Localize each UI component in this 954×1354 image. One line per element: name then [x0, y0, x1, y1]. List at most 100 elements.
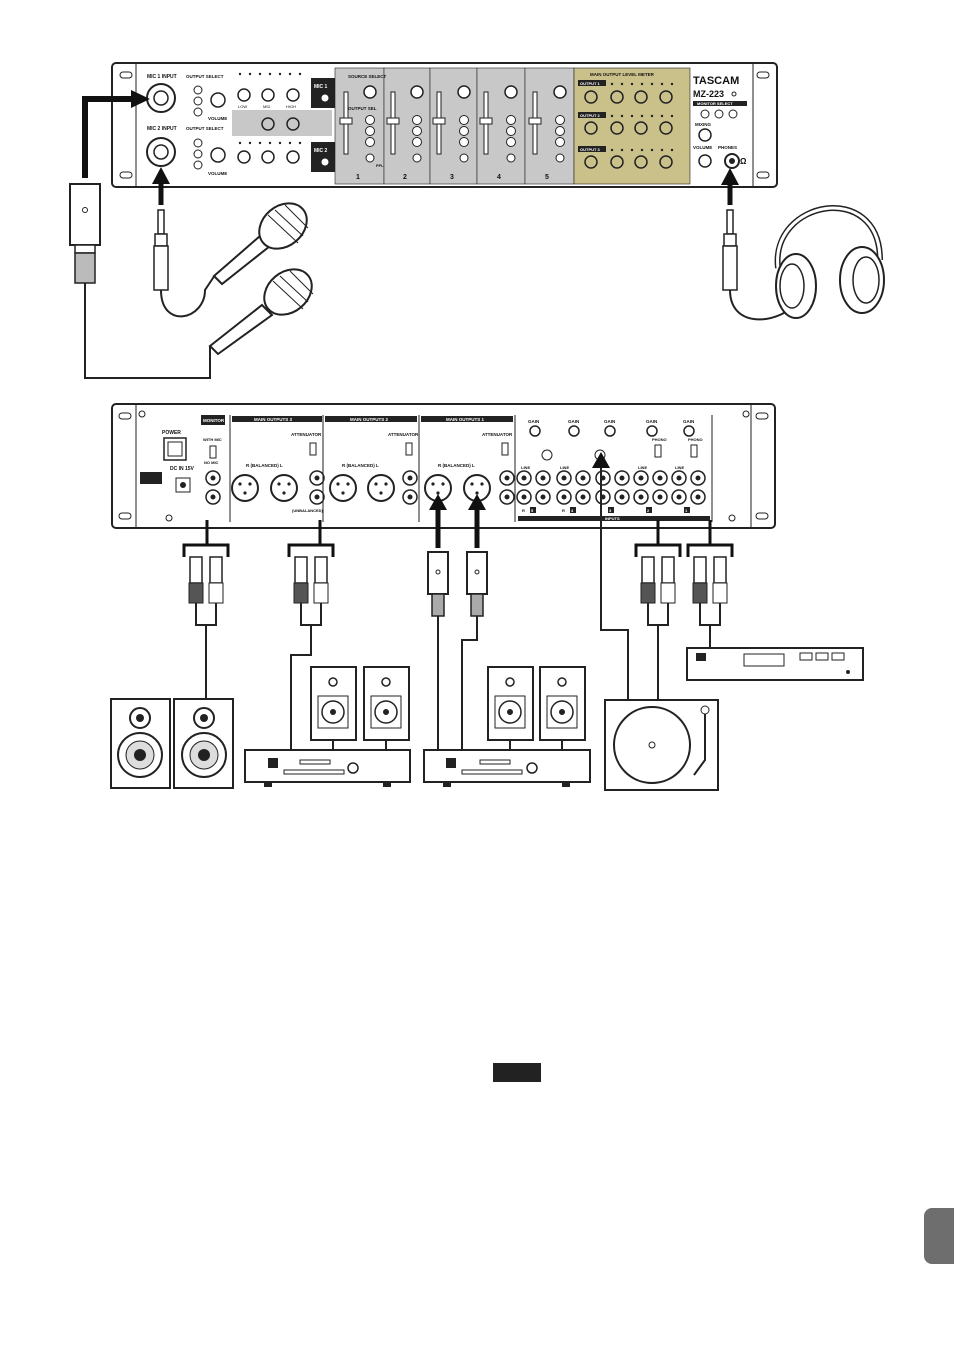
phones-jack[interactable]	[724, 153, 740, 169]
attenuator-switch[interactable]	[405, 442, 413, 456]
dc-in-jack[interactable]	[175, 477, 191, 493]
xlr-output-jack[interactable]	[270, 474, 298, 502]
gain-knob[interactable]	[646, 425, 658, 437]
pfl-label: PFL	[376, 163, 384, 168]
rca-output-jack[interactable]	[402, 470, 418, 486]
gain-knob[interactable]	[683, 425, 695, 437]
pfl-button[interactable]	[459, 153, 469, 163]
ground-terminal-icon[interactable]	[541, 449, 553, 461]
output-select-button[interactable]	[193, 107, 203, 117]
channel-output-button[interactable]	[459, 126, 469, 136]
output3-mid-knob[interactable]	[634, 155, 648, 169]
channel-output-button[interactable]	[365, 115, 375, 125]
phono-line-switch[interactable]	[654, 444, 662, 458]
mic1-on-button[interactable]	[320, 93, 330, 103]
gain-knob[interactable]	[529, 425, 541, 437]
rca-output-jack[interactable]	[309, 470, 325, 486]
output-select-button[interactable]	[193, 149, 203, 159]
channel-output-button[interactable]	[412, 137, 422, 147]
mic-eq-knob[interactable]	[286, 117, 300, 131]
output-select-button[interactable]	[193, 160, 203, 170]
mic2-high-knob[interactable]	[286, 150, 300, 164]
channel-output-button[interactable]	[555, 126, 565, 136]
source-select-knob[interactable]	[504, 85, 518, 99]
output-select-button[interactable]	[193, 138, 203, 148]
channel-output-button[interactable]	[459, 115, 469, 125]
rca-output-jack[interactable]	[499, 489, 515, 505]
mic2-volume-knob[interactable]	[210, 147, 226, 163]
rca-cable-output3	[287, 520, 335, 750]
channel-output-button[interactable]	[506, 115, 516, 125]
channel-fader[interactable]	[386, 117, 400, 125]
output-select-button[interactable]	[193, 85, 203, 95]
output3-low-knob[interactable]	[610, 155, 624, 169]
attenuator-switch[interactable]	[501, 442, 509, 456]
output2-volume-knob[interactable]	[584, 121, 598, 135]
channel-output-button[interactable]	[506, 137, 516, 147]
channel-output-button[interactable]	[459, 137, 469, 147]
output1-high-knob[interactable]	[659, 90, 673, 104]
channel-output-button[interactable]	[412, 115, 422, 125]
gain-knob[interactable]	[568, 425, 580, 437]
output3-high-knob[interactable]	[659, 155, 673, 169]
rca-output-jack[interactable]	[309, 489, 325, 505]
model-name: MZ-223	[693, 89, 724, 99]
mic2-mid-knob[interactable]	[261, 150, 275, 164]
monitor-out-jack-r[interactable]	[205, 470, 221, 486]
mic2-low-knob[interactable]	[237, 150, 251, 164]
channel-output-button[interactable]	[365, 126, 375, 136]
output2-low-knob[interactable]	[610, 121, 624, 135]
mic2-on-button[interactable]	[320, 157, 330, 167]
output3-volume-knob[interactable]	[584, 155, 598, 169]
xlr-output-jack[interactable]	[329, 474, 357, 502]
mic1-label: MIC 1 INPUT	[147, 74, 177, 80]
channel-output-button[interactable]	[555, 137, 565, 147]
channel-fader[interactable]	[432, 117, 446, 125]
xlr-output-jack[interactable]	[231, 474, 259, 502]
monitor-select-button[interactable]	[700, 109, 710, 119]
source-select-knob[interactable]	[457, 85, 471, 99]
output1-mid-knob[interactable]	[634, 90, 648, 104]
channel-output-button[interactable]	[412, 126, 422, 136]
power-switch[interactable]	[163, 437, 187, 461]
rca-output-jack[interactable]	[499, 470, 515, 486]
channel-fader[interactable]	[479, 117, 493, 125]
channel-output-button[interactable]	[506, 126, 516, 136]
monitor-out-jack-l[interactable]	[205, 489, 221, 505]
source-select-knob[interactable]	[553, 85, 567, 99]
gain-knob[interactable]	[604, 425, 616, 437]
channel-fader[interactable]	[339, 117, 353, 125]
output1-low-knob[interactable]	[610, 90, 624, 104]
attenuator-label: ATTENUATOR	[388, 432, 419, 437]
output2-high-knob[interactable]	[659, 121, 673, 135]
cd-player-icon	[686, 647, 864, 681]
rca-output-jack[interactable]	[402, 489, 418, 505]
phono-line-switch[interactable]	[690, 444, 698, 458]
attenuator-switch[interactable]	[309, 442, 317, 456]
mic-eq-knob[interactable]	[261, 117, 275, 131]
source-select-knob[interactable]	[410, 85, 424, 99]
output1-volume-knob[interactable]	[584, 90, 598, 104]
output-select-button[interactable]	[193, 96, 203, 106]
mixing-knob[interactable]	[698, 128, 712, 142]
channel-output-button[interactable]	[365, 137, 375, 147]
xlr-output-jack[interactable]	[367, 474, 395, 502]
pfl-button[interactable]	[412, 153, 422, 163]
pfl-button[interactable]	[365, 153, 375, 163]
phones-volume-knob[interactable]	[698, 154, 712, 168]
source-select-knob[interactable]	[363, 85, 377, 99]
monitor-mic-switch[interactable]	[209, 445, 217, 459]
pfl-button[interactable]	[506, 153, 516, 163]
mic1-mid-knob[interactable]	[261, 88, 275, 102]
mic2-combo-jack[interactable]	[146, 137, 176, 167]
mic1-low-knob[interactable]	[237, 88, 251, 102]
monitor-select-button[interactable]	[714, 109, 724, 119]
monitor-select-button[interactable]	[728, 109, 738, 119]
pfl-button[interactable]	[555, 153, 565, 163]
channel-fader[interactable]	[528, 117, 542, 125]
output-select-label-2: OUTPUT SELECT	[186, 126, 224, 131]
mic1-high-knob[interactable]	[286, 88, 300, 102]
mic1-volume-knob[interactable]	[210, 92, 226, 108]
channel-output-button[interactable]	[555, 115, 565, 125]
output2-mid-knob[interactable]	[634, 121, 648, 135]
